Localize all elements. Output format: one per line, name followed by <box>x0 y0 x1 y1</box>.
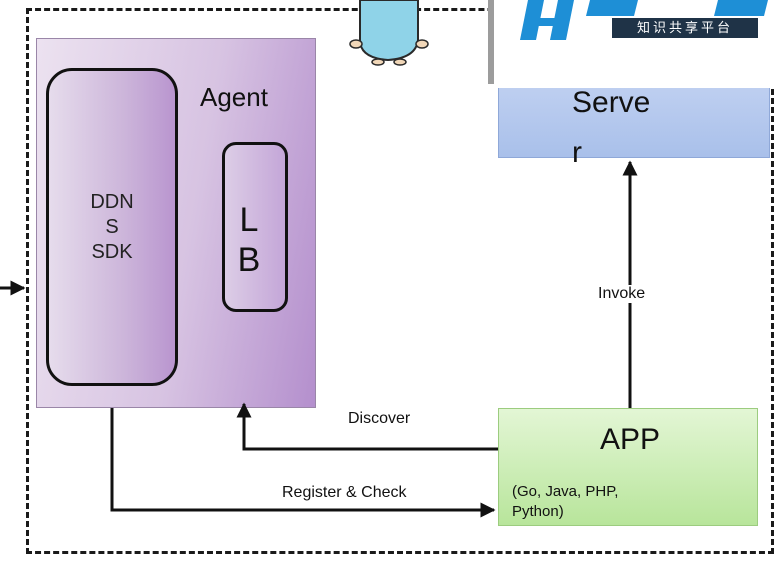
lb-label: L B <box>237 201 261 279</box>
discover-arrow <box>236 402 498 451</box>
register-check-label: Register & Check <box>282 484 407 501</box>
agent-title: Agent <box>200 82 268 112</box>
lb-box <box>222 142 288 312</box>
app-box <box>498 408 758 526</box>
logo-caption: 知识共享平台 <box>612 18 758 38</box>
discover-label: Discover <box>348 410 411 427</box>
ddns-sdk-label: DDN S SDK <box>90 191 134 263</box>
logo-divider <box>488 0 494 84</box>
app-languages: (Go, Java, PHP, Python) <box>512 483 619 520</box>
register-check-arrow <box>110 408 496 518</box>
server-label: Serve r <box>572 86 651 169</box>
app-title: APP <box>600 423 661 456</box>
gopher-mascot-icon <box>349 0 429 66</box>
invoke-label: Invoke <box>596 285 648 303</box>
ddns-sdk-box <box>46 68 178 386</box>
brand-logo-icon <box>520 0 768 40</box>
